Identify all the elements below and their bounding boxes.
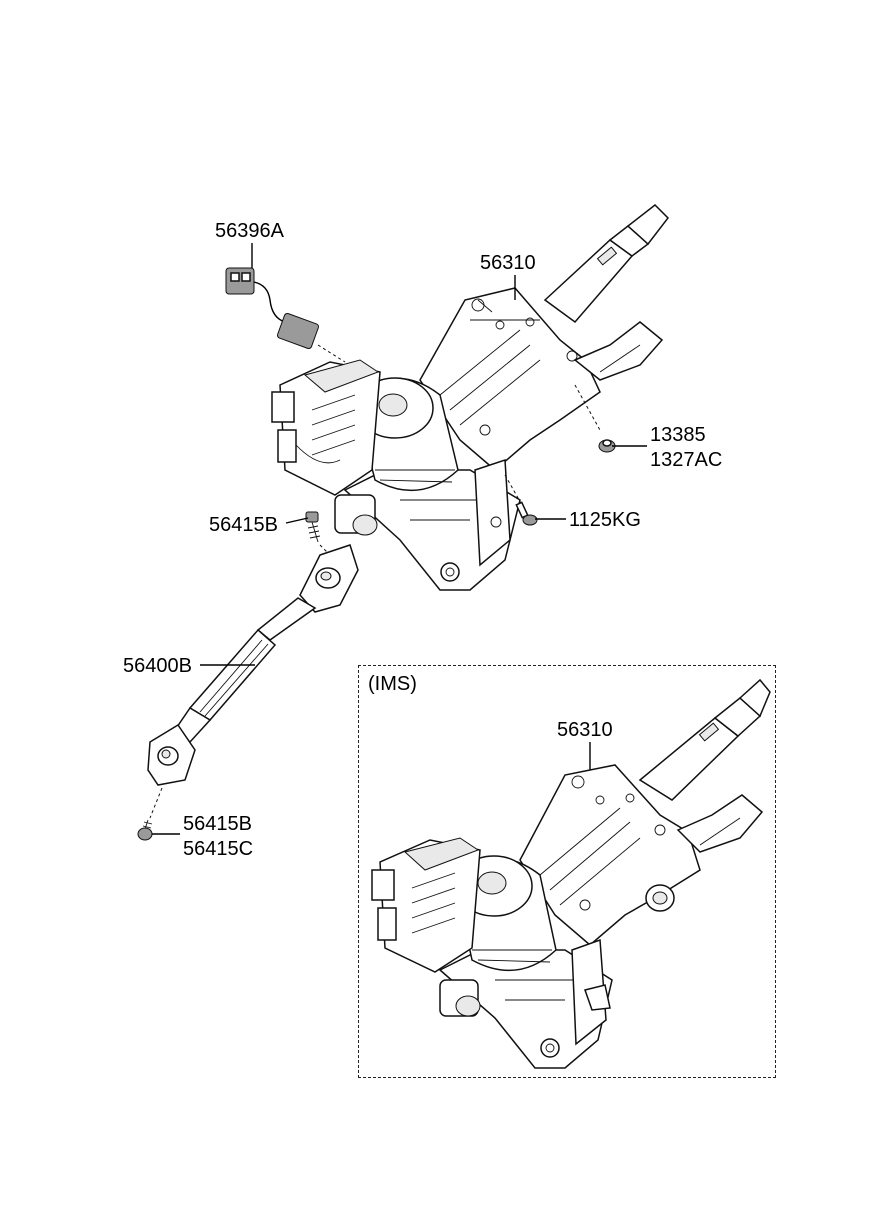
- inset-title: (IMS): [368, 673, 417, 695]
- steering-column-main: [271, 204, 669, 591]
- label-column-main: 56310: [480, 252, 536, 274]
- intermediate-shaft: [147, 544, 359, 786]
- bolt-56415b-upper: [305, 511, 331, 556]
- bolt-56415-lower: [137, 787, 163, 841]
- label-shaft: 56400B: [123, 655, 192, 677]
- label-nut-line2: 1327AC: [650, 449, 723, 471]
- label-bolt-side: 1125KG: [569, 509, 641, 531]
- ims-inset-frame: [358, 665, 776, 1078]
- bolt-1125kg: [504, 474, 538, 526]
- steering-column-ims: [371, 678, 771, 1069]
- leader-lines: [152, 243, 647, 835]
- label-connector: 56396A: [215, 220, 284, 242]
- nut-13385: [574, 384, 616, 453]
- label-nut-line1: 13385: [650, 424, 706, 446]
- connector-harness: [225, 267, 346, 363]
- label-inset-column: 56310: [557, 719, 613, 741]
- label-bolt-lower-line2: 56415C: [183, 838, 254, 860]
- label-bolt-upper: 56415B: [209, 514, 278, 536]
- label-bolt-lower-line1: 56415B: [183, 813, 252, 835]
